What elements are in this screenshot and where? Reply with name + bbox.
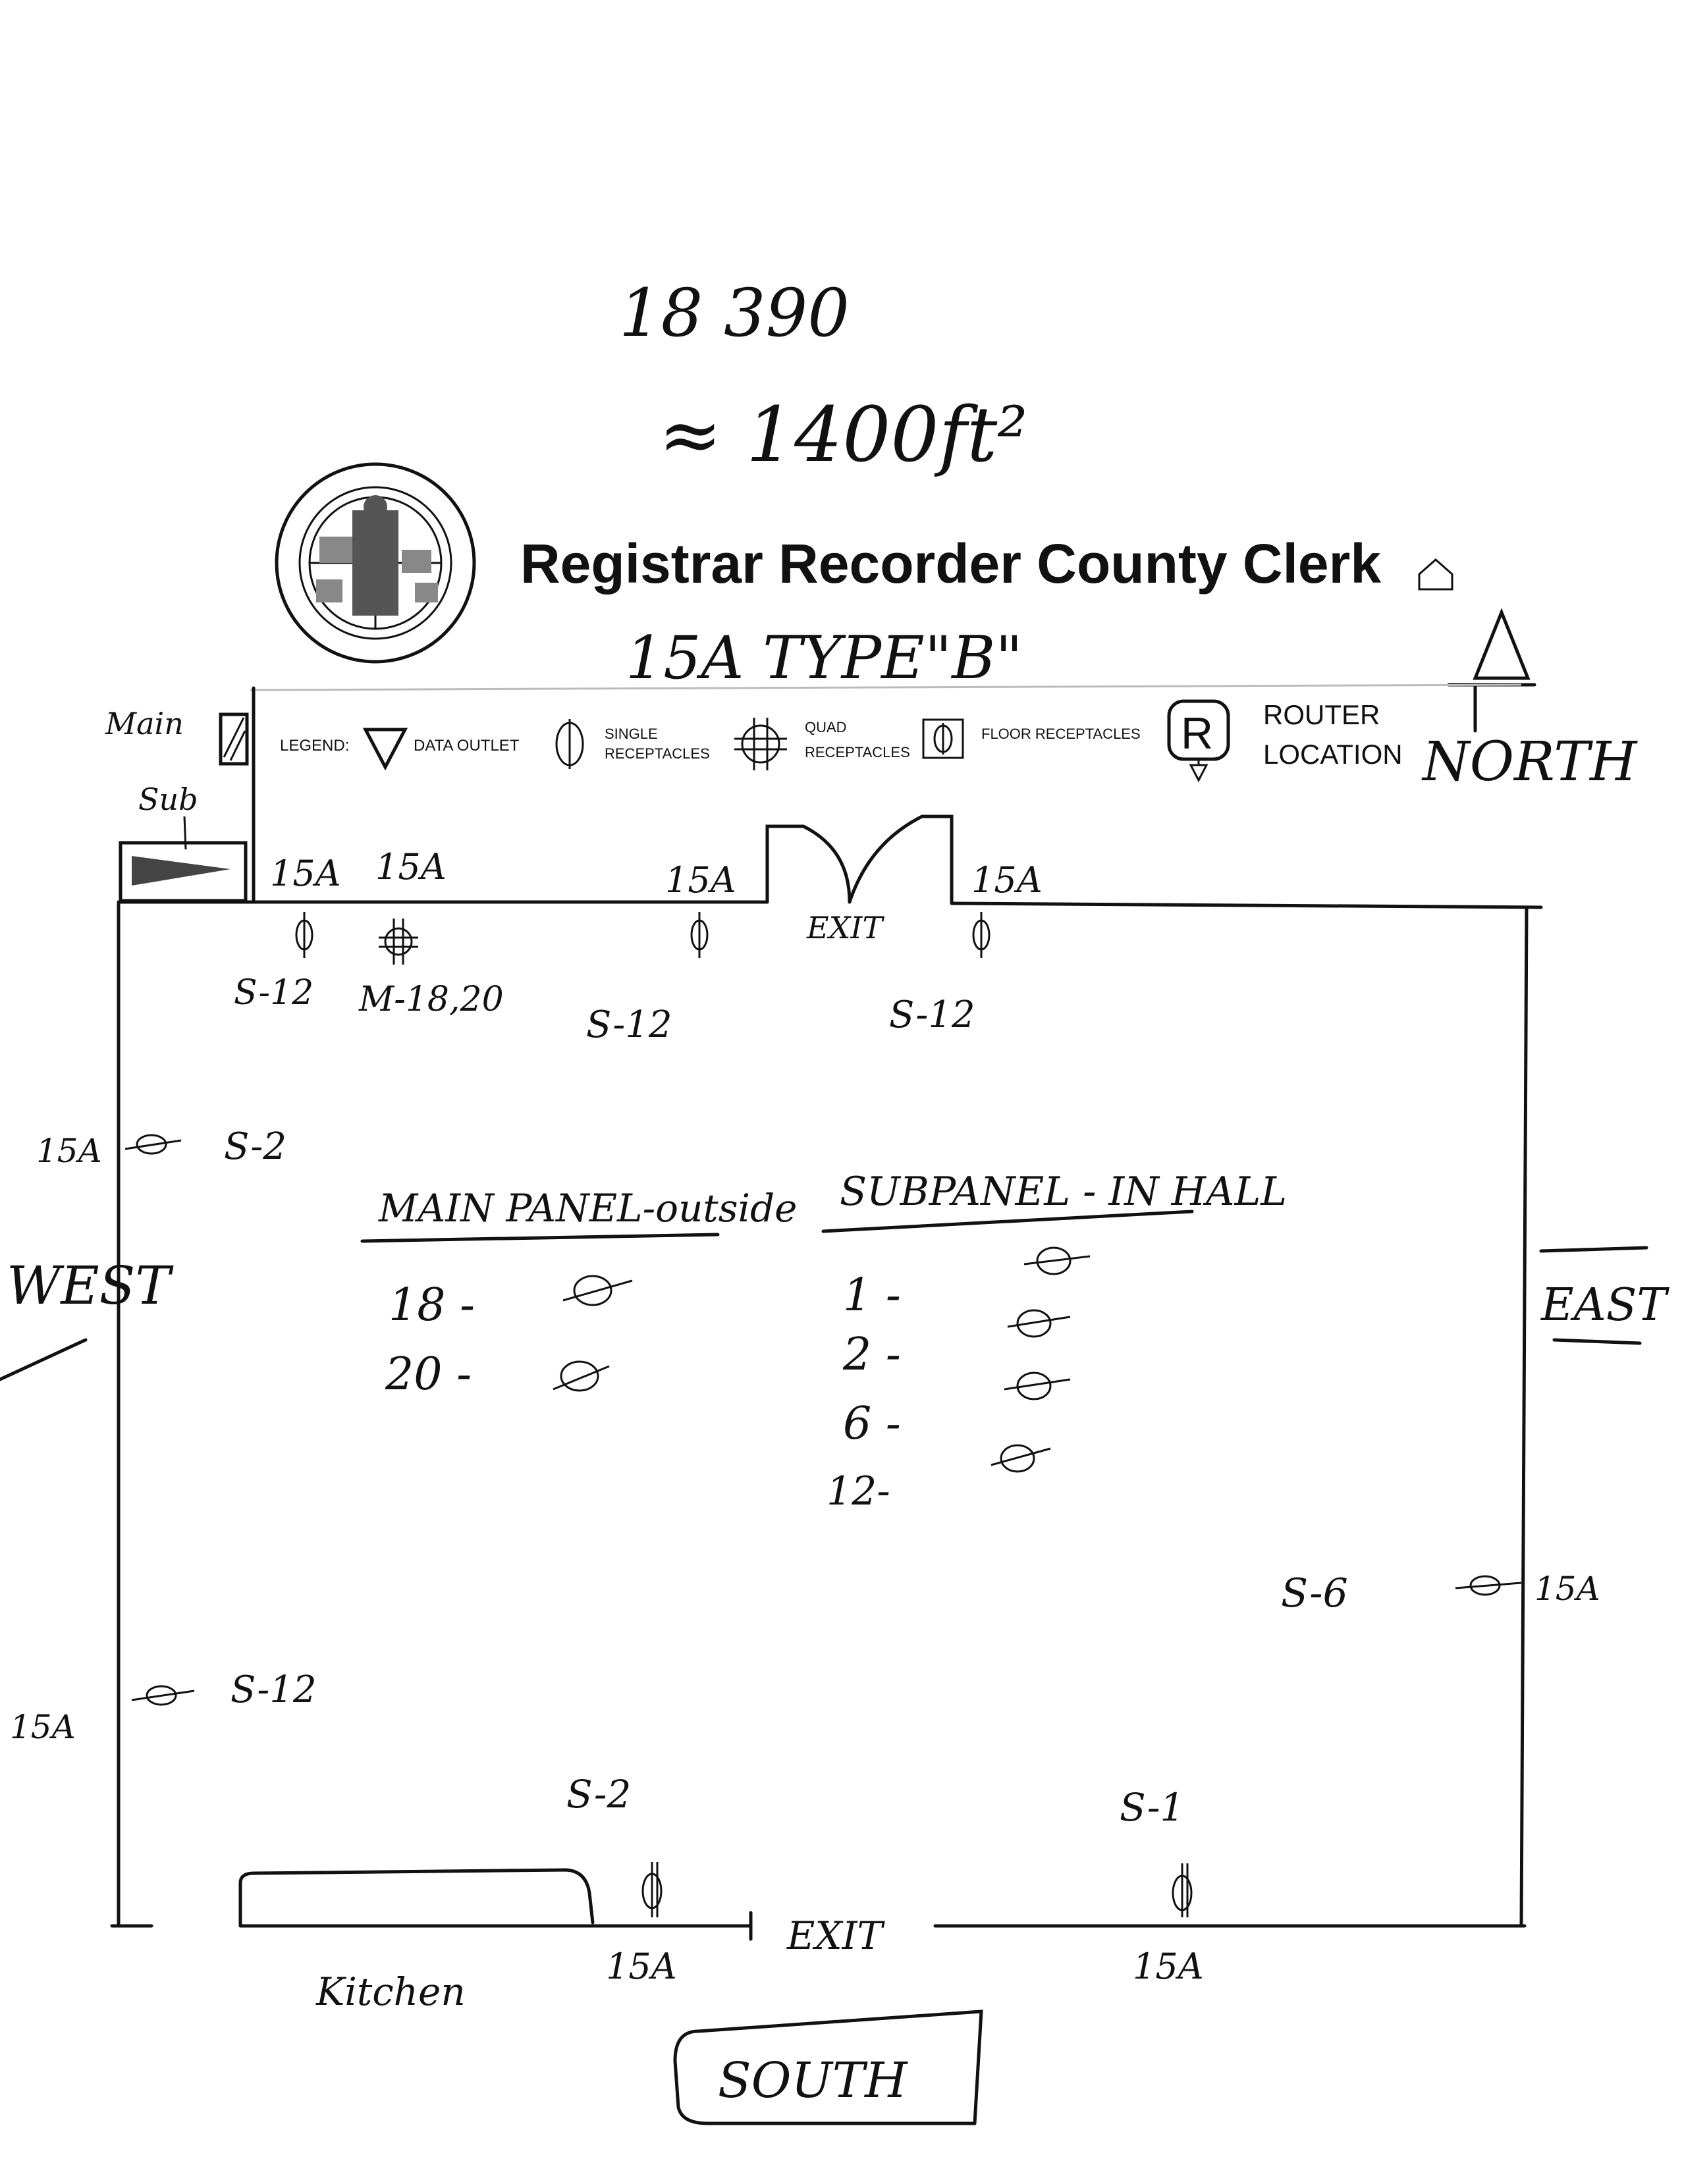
compass-south-box	[673, 2010, 983, 2125]
main-panel-row: 18 -	[389, 1279, 475, 1331]
sub-panel-row: 12-	[827, 1468, 890, 1514]
north-exit-door	[765, 814, 954, 904]
south-exit-label: EXIT	[786, 1913, 886, 1958]
kitchen-counter	[238, 1868, 595, 1928]
legend-single-receptacles-1: SINGLE	[605, 726, 658, 742]
main-panel-icon	[219, 712, 249, 766]
main-panel-marker-label: Main	[105, 706, 184, 741]
main-panel-underline	[360, 1233, 720, 1243]
compass-north-label: NORTH	[1421, 731, 1638, 793]
single-receptacle-icon	[553, 1360, 610, 1392]
single-receptacle-icon	[1172, 1863, 1193, 1917]
main-panel-row: 20 -	[385, 1348, 472, 1400]
legend-data-outlet: DATA OUTLET	[414, 737, 520, 755]
compass-west-label: WEST	[7, 1255, 174, 1316]
sub-panel-icon	[119, 841, 248, 903]
north-circuit-4-id: S-12	[889, 994, 975, 1036]
single-receptacle-icon	[124, 1134, 182, 1155]
sub-panel-underline	[821, 1210, 1194, 1233]
west-circuit-2-id: S-12	[231, 1668, 317, 1711]
single-receptacle-icon	[990, 1444, 1051, 1473]
single-receptacle-icon	[1004, 1372, 1071, 1400]
compass-south-label: SOUTH	[718, 2052, 908, 2109]
north-circuit-2-id: M-18,20	[358, 980, 504, 1019]
single-receptacle-icon	[131, 1685, 195, 1706]
room-outline	[110, 900, 1543, 1941]
triangle-down-icon	[362, 728, 408, 771]
router-icon: R	[1167, 699, 1230, 783]
west-circuit-2-amp: 15A	[10, 1708, 76, 1746]
south-circuit-1-id: S-2	[566, 1772, 631, 1817]
single-receptacle-icon	[972, 912, 990, 958]
north-circuit-2-amp: 15A	[375, 846, 447, 888]
job-number: 18 390	[619, 275, 850, 352]
sub-panel-row: 2 -	[842, 1329, 901, 1381]
floor-receptacle-icon	[922, 718, 964, 759]
document-title: Registrar Recorder County Clerk	[520, 533, 1381, 595]
north-circuit-1-amp: 15A	[270, 853, 341, 894]
single-receptacle-icon	[1455, 1575, 1522, 1596]
single-receptacle-icon	[295, 912, 313, 958]
north-circuit-4-amp: 15A	[971, 859, 1043, 901]
home-icon	[1418, 558, 1453, 591]
south-circuit-2-amp: 15A	[1133, 1946, 1204, 1987]
west-circuit-1-amp: 15A	[36, 1132, 102, 1170]
south-circuit-2-id: S-1	[1120, 1785, 1184, 1830]
single-receptacle-icon	[555, 719, 584, 769]
west-circuit-1-id: S-2	[224, 1125, 286, 1168]
router-label-1: ROUTER	[1263, 699, 1380, 730]
legend-floor-receptacles: FLOOR RECEPTACLES	[981, 726, 1141, 742]
sub-panel-row: 6 -	[843, 1398, 901, 1450]
area-estimate: ≈ 1400ft²	[659, 391, 1027, 479]
south-circuit-1-amp: 15A	[606, 1946, 677, 1987]
sub-panel-heading: SUBPANEL - IN HALL	[840, 1169, 1287, 1215]
compass-east-label: EAST	[1540, 1279, 1669, 1331]
east-circuit-1-amp: 15A	[1534, 1570, 1600, 1608]
east-label-underline	[1552, 1338, 1642, 1345]
single-receptacle-icon	[641, 1862, 663, 1917]
kitchen-label: Kitchen	[315, 1969, 466, 2014]
north-circuit-3-amp: 15A	[665, 859, 736, 901]
svg-text:R: R	[1181, 708, 1213, 759]
north-circuit-1-id: S-12	[234, 973, 313, 1013]
router-label-2: LOCATION	[1263, 739, 1403, 770]
single-receptacle-icon	[1023, 1246, 1091, 1275]
receptacle-type-note: 15A TYPE"B"	[626, 624, 1023, 693]
single-receptacle-icon	[562, 1275, 633, 1306]
single-receptacle-icon	[690, 912, 709, 958]
sub-panel-marker-label: Sub	[138, 782, 198, 817]
quad-receptacle-icon	[379, 919, 418, 965]
quad-receptacle-icon	[734, 718, 787, 770]
main-panel-heading: MAIN PANEL-outside	[378, 1186, 798, 1231]
east-circuit-1-id: S-6	[1281, 1570, 1348, 1616]
north-arrow-icon	[1447, 608, 1536, 733]
legend-quad-receptacles-2: RECEPTACLES	[805, 744, 910, 760]
sub-panel-row: 1 -	[843, 1269, 901, 1321]
legend-quad-receptacles-1: QUAD	[805, 719, 847, 735]
legend-single-receptacles-2: RECEPTACLES	[605, 745, 710, 762]
legend-label: LEGEND:	[280, 737, 349, 755]
county-seal	[275, 462, 476, 664]
west-label-underline	[0, 1338, 88, 1381]
legend-top-rule	[250, 683, 1522, 691]
north-circuit-3-id: S-12	[586, 1003, 672, 1046]
single-receptacle-icon	[1007, 1309, 1071, 1338]
north-exit-label: EXIT	[806, 910, 884, 946]
east-label-overline	[1539, 1246, 1648, 1253]
